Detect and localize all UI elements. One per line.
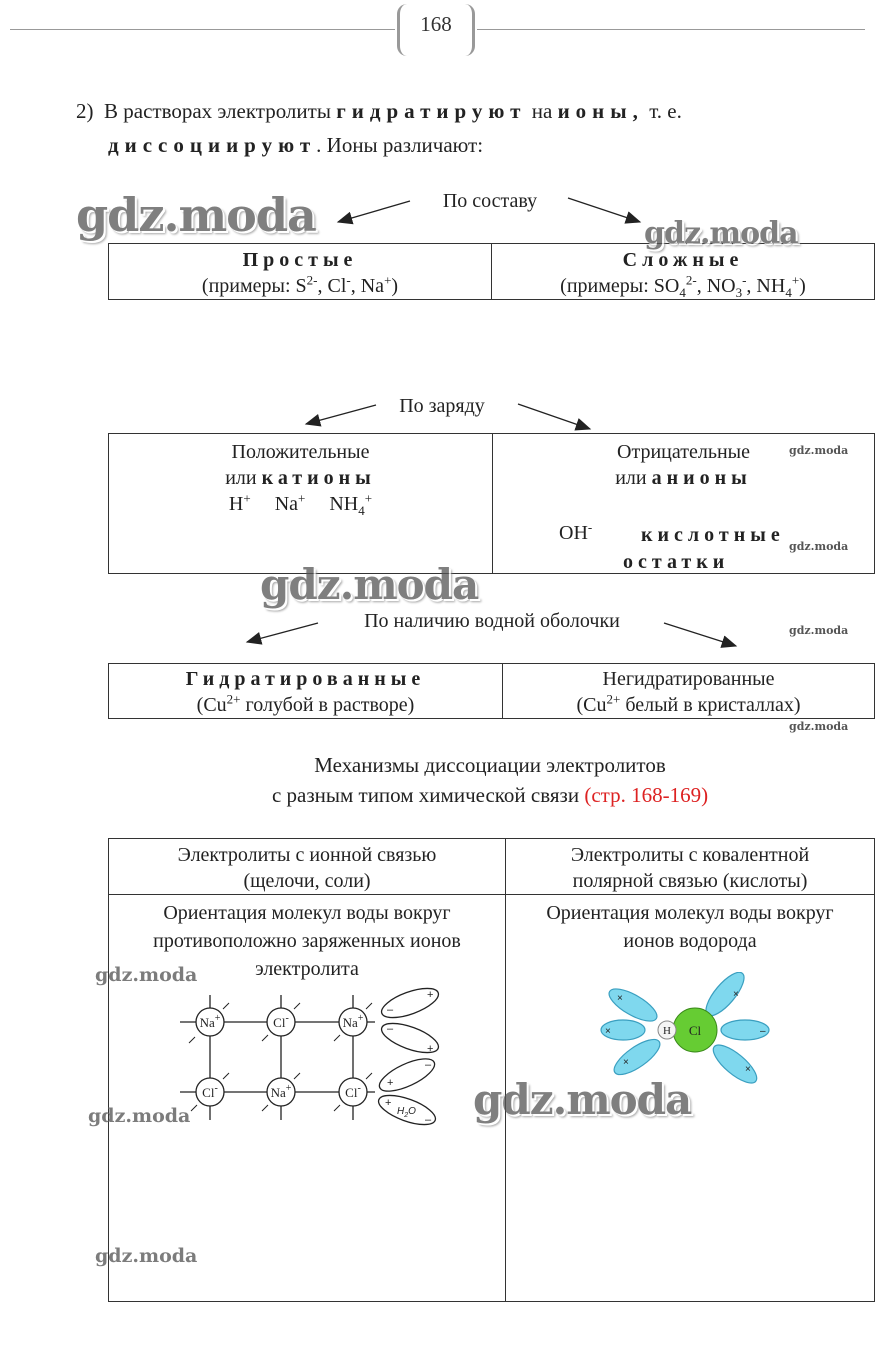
- arrow-composition-left: [336, 200, 411, 225]
- watermark-9: gdz.moda: [95, 964, 198, 986]
- watermark-7: gdz.moda: [789, 624, 849, 637]
- mechanisms-title: Механизмы диссоциации электролитов с раз…: [271, 753, 709, 807]
- water-molecule-6: [712, 1044, 758, 1084]
- watermark-4: gdz.moda: [473, 1075, 692, 1124]
- header-rule-right: [477, 29, 865, 30]
- na-ion-3: [266, 1077, 296, 1107]
- nacl-lattice-diagram: Na+ Cl- Na+ Cl- Na+ Cl- –+ –+ +– +– H2O: [180, 987, 440, 1126]
- water-molecule-5: [613, 1038, 661, 1076]
- cl-ion-1: [266, 1007, 296, 1037]
- hydration-heading: По наличию водной оболочки: [364, 610, 620, 632]
- term-hydrate: гидратируют: [336, 99, 527, 123]
- ionic-mechanism-cell: Ориентация молекул воды вокруг противопо…: [108, 894, 506, 1302]
- watermark-10: gdz.moda: [88, 1105, 191, 1127]
- arrow-charge-left: [304, 404, 377, 427]
- cl-atom-label: Cl: [689, 1023, 702, 1038]
- intro-line-2: диссоциируют. Ионы различают:: [108, 133, 484, 157]
- classification-arrows: [245, 197, 738, 648]
- anion-acid-residues-1: кислотные: [641, 524, 785, 546]
- watermark-2: gdz.moda: [644, 216, 799, 251]
- arrow-hydration-right: [663, 622, 738, 648]
- arrow-hydration-left: [245, 622, 319, 645]
- complex-ions-examples: (примеры: SO42-, NO3-, NH4+): [560, 272, 806, 300]
- hydrogen-atom: [657, 1020, 677, 1040]
- page-number: 168: [420, 12, 452, 36]
- complex-ions-cell: Сложные (примеры: SO42-, NO3-, NH4+): [491, 243, 875, 300]
- svg-text:–: –: [760, 1026, 766, 1037]
- cation-examples: H+Na+NH4+: [228, 490, 373, 518]
- simple-ions-title: Простые: [242, 249, 358, 271]
- hcl-hydration-diagram: H Cl × × × – × ×: [600, 972, 770, 1084]
- svg-text:–: –: [387, 1004, 394, 1016]
- cations-cell: Положительные или катионы H+Na+NH4+: [108, 433, 493, 574]
- header-rule-left: [10, 29, 395, 30]
- ion-label-6: Cl-: [345, 1083, 361, 1100]
- complex-ions-title: Сложные: [622, 249, 744, 271]
- svg-text:+: +: [427, 989, 433, 1001]
- intro-line-1: 2) В растворах электролиты гидратируют н…: [76, 99, 682, 123]
- charge-heading: По заряду: [399, 395, 485, 417]
- h-atom-label: H: [663, 1025, 671, 1037]
- watermark-5: gdz.moda: [789, 444, 849, 457]
- water-molecule-1: [608, 988, 658, 1022]
- svg-text:+: +: [427, 1043, 433, 1055]
- covalent-electrolytes-header: Электролиты с ковалентной полярной связь…: [505, 838, 875, 895]
- term-cations: катионы: [261, 467, 376, 489]
- water-label: H2O: [397, 1106, 416, 1119]
- page-number-frame: [397, 4, 475, 56]
- page-reference: (стр. 168-169): [584, 783, 709, 807]
- water-molecule-3: [600, 1019, 646, 1041]
- svg-text:+: +: [387, 1077, 393, 1089]
- anion-oh: OH-: [559, 519, 593, 544]
- item-number: 2): [76, 99, 94, 123]
- svg-text:×: ×: [605, 1026, 611, 1037]
- water-dipole-2: [380, 1022, 440, 1054]
- svg-text:×: ×: [733, 989, 739, 1000]
- svg-text:–: –: [425, 1059, 432, 1071]
- water-dipole-3: [378, 1058, 436, 1092]
- nonhydrated-cell: Негидратированные (Cu2+ белый в кристалл…: [502, 663, 875, 719]
- ionic-electrolytes-header: Электролиты с ионной связью (щелочи, сол…: [108, 838, 506, 895]
- svg-text:–: –: [387, 1023, 394, 1035]
- anions-cell: Отрицательные или анионы OH- кислотные о…: [492, 433, 875, 574]
- svg-text:–: –: [425, 1114, 432, 1126]
- water-molecule-4: [720, 1019, 770, 1041]
- water-dipole-1: [380, 987, 440, 1019]
- nonhydrated-example: (Cu2+ белый в кристаллах): [576, 691, 801, 716]
- svg-text:+: +: [385, 1097, 391, 1109]
- hydrated-example: (Cu2+ голубой в растворе): [196, 691, 415, 716]
- ion-label-4: Cl-: [202, 1083, 218, 1100]
- hydrated-cell: Гидратированные (Cu2+ голубой в растворе…: [108, 663, 503, 719]
- ion-label-2: Cl-: [273, 1013, 289, 1030]
- svg-text:×: ×: [617, 993, 623, 1004]
- term-anions: анионы: [651, 467, 752, 489]
- term-dissociate: диссоциируют: [108, 133, 317, 157]
- water-dipole-4: [377, 1094, 437, 1126]
- svg-text:×: ×: [745, 1064, 751, 1075]
- svg-text:×: ×: [623, 1057, 629, 1068]
- covalent-mechanism-cell: Ориентация молекул воды вокруг ионов вод…: [505, 894, 875, 1302]
- watermark-11: gdz.moda: [95, 1245, 198, 1267]
- watermark-1: gdz.moda: [76, 188, 317, 242]
- anion-acid-residues-2: остатки: [623, 551, 730, 573]
- simple-ions-cell: Простые (примеры: S2-, Cl-, Na+): [108, 243, 492, 300]
- composition-heading: По составу: [442, 190, 538, 212]
- na-ion-1: [195, 1007, 225, 1037]
- term-ions: ионы,: [557, 99, 644, 123]
- simple-ions-examples: (примеры: S2-, Cl-, Na+): [201, 272, 399, 297]
- arrow-charge-right: [517, 403, 592, 431]
- na-ion-2: [338, 1007, 368, 1037]
- cl-ion-2: [195, 1077, 225, 1107]
- watermark-3: gdz.moda: [260, 560, 479, 609]
- watermark-6: gdz.moda: [789, 540, 849, 553]
- arrow-composition-right: [567, 197, 642, 224]
- cl-ion-3: [338, 1077, 368, 1107]
- watermark-8: gdz.moda: [789, 720, 849, 733]
